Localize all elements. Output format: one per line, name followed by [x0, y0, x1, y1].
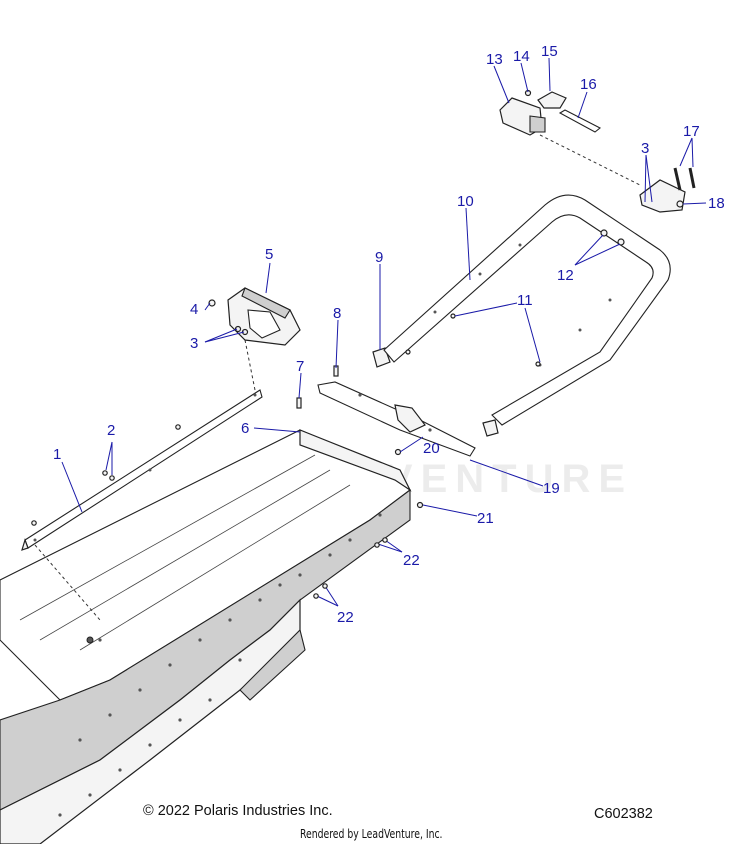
callout-18: 18 — [708, 195, 725, 212]
callout-22-upper: 22 — [403, 552, 420, 569]
callout-12: 12 — [557, 267, 574, 284]
tunnel — [0, 429, 412, 844]
callout-1: 1 — [53, 446, 61, 463]
part-7-screw — [296, 397, 302, 409]
part-end-cap-lower — [482, 419, 499, 437]
part-16-pin — [558, 109, 602, 133]
callout-17: 17 — [683, 123, 700, 140]
part-11-screws — [405, 313, 541, 367]
callout-6: 6 — [241, 420, 249, 437]
callout-4: 4 — [190, 301, 198, 318]
callout-2: 2 — [107, 422, 115, 439]
leader-lines — [61, 57, 707, 607]
callout-21: 21 — [477, 510, 494, 527]
fasteners-22 — [313, 537, 388, 599]
callout-15: 15 — [541, 43, 558, 60]
part-21-screw — [416, 501, 424, 509]
callout-5: 5 — [265, 246, 273, 263]
copyright-text: © 2022 Polaris Industries Inc. — [143, 803, 333, 819]
callout-14: 14 — [513, 48, 530, 65]
callout-19: 19 — [543, 480, 560, 497]
callout-9: 9 — [375, 249, 383, 266]
part-4-screw — [208, 299, 216, 307]
callout-3-left: 3 — [190, 335, 198, 352]
callout-22-lower: 22 — [337, 609, 354, 626]
rendered-by-text: Rendered by LeadVenture, Inc. — [300, 827, 443, 841]
part-3-hinge-bracket-right — [639, 179, 686, 213]
diagram-code: C602382 — [594, 806, 653, 822]
callout-8: 8 — [333, 305, 341, 322]
callout-11: 11 — [517, 292, 533, 309]
callout-20: 20 — [423, 440, 440, 457]
part-3-nuts-left — [234, 325, 249, 336]
part-12-nuts — [600, 229, 625, 246]
callouts: 1 2 3 4 5 6 7 8 9 10 11 12 13 14 15 16 3… — [53, 43, 725, 626]
part-20-nut — [394, 448, 402, 456]
part-15-hinge-block — [537, 91, 567, 109]
callout-16: 16 — [580, 76, 597, 93]
callout-13: 13 — [486, 51, 503, 68]
part-2-screws — [31, 424, 181, 526]
part-5-bracket-block — [227, 287, 301, 346]
part-1-rail-strip — [21, 389, 263, 551]
part-13-hinge-bracket — [499, 97, 546, 136]
part-17-screws — [673, 167, 696, 191]
part-18-nut — [676, 200, 684, 208]
callout-7: 7 — [296, 358, 304, 375]
callout-3-right: 3 — [641, 140, 649, 157]
part-19-plate — [317, 381, 476, 457]
part-10-grab-handle — [383, 194, 671, 426]
callout-10: 10 — [457, 193, 474, 210]
